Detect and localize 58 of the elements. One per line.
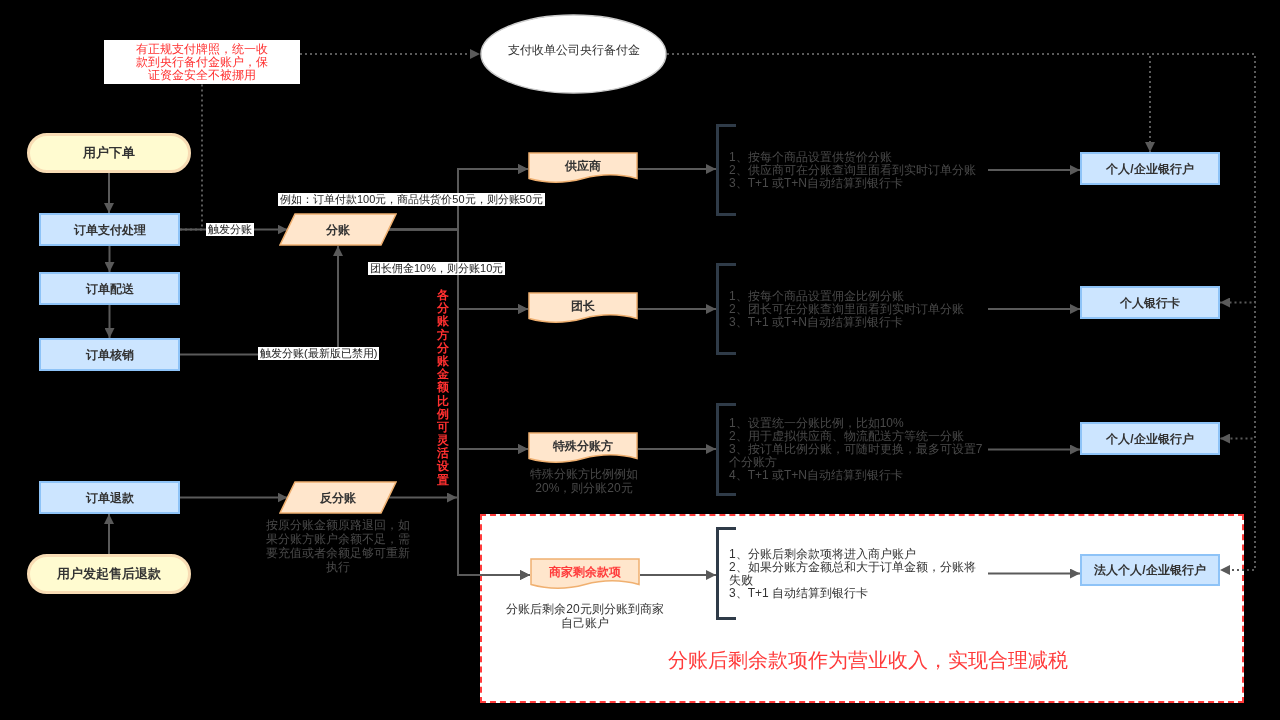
arrow bbox=[179, 492, 289, 503]
list-item: 4、T+1 或T+N自动结算到银行卡 bbox=[729, 469, 905, 482]
list-item: 1、分账后剩余款项将进入商户账户 bbox=[729, 547, 916, 561]
list-item: 2、团长可在分账查询里面看到实时订单分账 bbox=[729, 302, 965, 316]
process-box: 订单支付处理 bbox=[39, 213, 180, 246]
ellipse-node: 支付收单公司央行备付金 bbox=[480, 14, 667, 94]
list-item: 3、T+1 或T+N自动结算到银行卡 bbox=[729, 176, 904, 190]
document-node: 供应商 bbox=[528, 152, 638, 186]
arrow bbox=[457, 444, 529, 499]
node-caption: 按原分账金额原路退回，如果分账方账户余额不足，需要充值或者余额足够可重新执行 bbox=[266, 518, 410, 574]
process-box: 订单配送 bbox=[39, 272, 180, 305]
list-item: 3、T+1 自动结算到银行卡 bbox=[729, 586, 870, 600]
arrow bbox=[987, 568, 1081, 579]
parallelogram-node: 反分账 bbox=[279, 481, 397, 514]
note-box: 有正规支付牌照，统一收款到央行备付金账户，保证资金安全不被挪用 bbox=[104, 40, 300, 84]
arrow bbox=[637, 304, 717, 314]
edge-label: 例如：订单付款100元，商品供货价50元，则分账50元 bbox=[278, 193, 545, 206]
parallelogram-node: 分账 bbox=[279, 213, 397, 246]
list-item: 2、如果分账方金额总和大于订单金额，分账将失败 bbox=[729, 560, 977, 587]
account-box: 个人银行卡 bbox=[1080, 286, 1220, 319]
arrow bbox=[104, 304, 115, 339]
list-item: 3、按订单比例分账，可随时更换，最多可设置7个分账方 bbox=[729, 443, 984, 469]
account-box: 个人/企业银行户 bbox=[1080, 422, 1220, 455]
account-box: 法人个人/企业银行户 bbox=[1080, 554, 1220, 586]
list-item: 1、按每个商品设置供货价分账 bbox=[729, 150, 892, 164]
arrow bbox=[104, 172, 114, 214]
node-caption: 特殊分账方比例例如20%，则分账20元 bbox=[529, 467, 639, 495]
account-box: 个人/企业银行户 bbox=[1080, 152, 1220, 185]
arrow bbox=[639, 570, 717, 580]
arrow bbox=[104, 245, 115, 273]
edge-label: 触发分账(最新版已禁用) bbox=[258, 347, 380, 360]
dashed-frame bbox=[480, 514, 1244, 703]
list-item: 2、供应商可在分账查询里面看到实时订单分账 bbox=[729, 163, 977, 177]
arrow bbox=[637, 164, 717, 174]
arrow bbox=[637, 444, 717, 454]
dotted-arrow bbox=[299, 49, 481, 59]
terminal-node: 用户发起售后退款 bbox=[27, 554, 191, 594]
document-node: 团长 bbox=[528, 292, 638, 326]
vertical-note: 各分账方分账金额比例可灵活设置 bbox=[437, 289, 449, 487]
arrow bbox=[104, 513, 114, 555]
list-item: 3、T+1 或T+N自动结算到银行卡 bbox=[729, 315, 904, 329]
arrow bbox=[987, 165, 1081, 175]
document-node: 商家剩余款项 bbox=[530, 558, 640, 592]
edge-label: 触发分账 bbox=[206, 223, 254, 236]
document-node: 特殊分账方 bbox=[528, 432, 638, 466]
list-item: 1、按每个商品设置佣金比例分账 bbox=[729, 289, 904, 303]
node-caption: 分账后剩余20元则分账到商家自己账户 bbox=[505, 602, 665, 630]
highlight-note: 分账后剩余款项作为营业收入，实现合理减税 bbox=[668, 648, 1068, 672]
terminal-node: 用户下单 bbox=[27, 133, 191, 173]
arrow bbox=[387, 492, 458, 503]
arrow bbox=[987, 304, 1081, 314]
process-box: 订单退款 bbox=[39, 481, 180, 514]
arrow bbox=[987, 444, 1081, 455]
list-item: 2、用于虚拟供应商、物流配送方等统一分账 bbox=[729, 430, 965, 443]
edge-label: 团长佣金10%，则分账10元 bbox=[368, 262, 506, 275]
process-box: 订单核销 bbox=[39, 338, 180, 371]
dotted-line bbox=[179, 83, 203, 231]
list-item: 1、设置统一分账比例，比如10% bbox=[729, 417, 905, 430]
